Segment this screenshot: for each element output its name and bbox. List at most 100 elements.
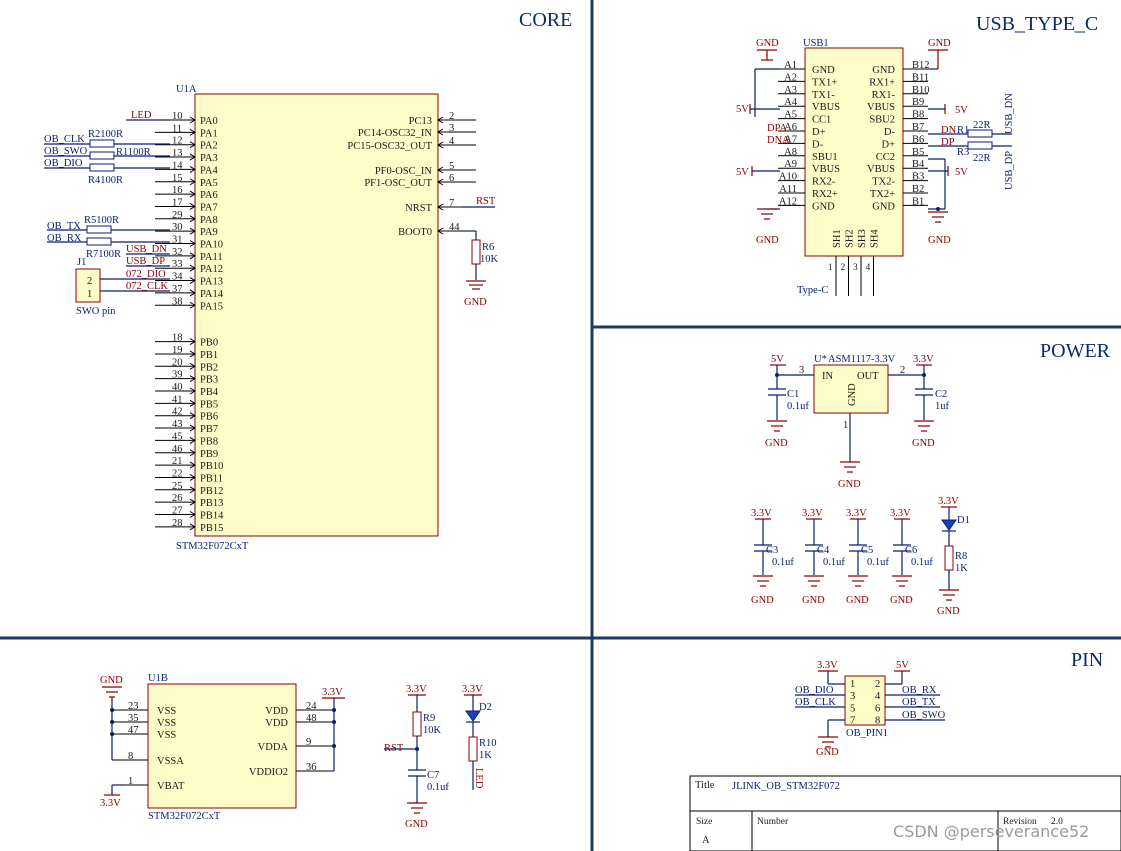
c7-ref: C7 bbox=[427, 770, 439, 781]
svg-text:OUT: OUT bbox=[857, 371, 879, 382]
net-led: LED bbox=[131, 110, 152, 121]
mcu-a-pin-number: 18 bbox=[172, 333, 183, 344]
mcu-a-pin-number: 12 bbox=[172, 136, 183, 147]
ob-net-swo: OB_SWO bbox=[902, 710, 946, 721]
mcu-a-pin-number: 20 bbox=[172, 357, 183, 368]
r8-ref: R8 bbox=[955, 551, 967, 562]
mcu-b-pin-number: 47 bbox=[128, 725, 139, 736]
mcu-a-part: STM32F072CxT bbox=[176, 541, 249, 552]
pin-arrow bbox=[189, 338, 196, 346]
revision-value: 2.0 bbox=[1051, 817, 1063, 827]
mcu-a-pin-number: 38 bbox=[172, 296, 183, 307]
resistor-r10 bbox=[468, 736, 478, 762]
net-072-clk: 072_CLK bbox=[126, 281, 168, 292]
title-block: Title JLINK_OB_STM32F072 Size A Number R… bbox=[689, 775, 1121, 851]
mcu-b-pin-number: 35 bbox=[128, 713, 139, 724]
pin-arrow bbox=[189, 141, 196, 149]
c1-val: 0.1uf bbox=[787, 401, 809, 412]
usb-shield-number: 1 bbox=[828, 263, 833, 273]
usb-pin-number: B12 bbox=[912, 60, 930, 71]
mcu-a-right-pins: 2PC133PC14-OSC32_IN4PC15-OSC32_OUT5PF0-O… bbox=[347, 111, 476, 238]
mcu-b-pin-name: VDD bbox=[265, 706, 288, 717]
mcu-a-pin-number: 32 bbox=[172, 247, 183, 258]
usb-pin-number: B4 bbox=[912, 159, 925, 170]
mcu-a-pin-name: PA15 bbox=[200, 301, 223, 312]
d1-gnd: GND bbox=[937, 606, 960, 617]
mcu-a-pin-name: PA6 bbox=[200, 190, 218, 201]
section-title-core: CORE bbox=[519, 9, 572, 31]
mcu-a-pin-number: 37 bbox=[172, 284, 183, 295]
mcu-b-pin-name: VDDA bbox=[258, 742, 289, 753]
ob-gnd: GND bbox=[816, 747, 839, 758]
pin-arrow bbox=[189, 215, 196, 223]
mcu-a-pin-name: PA14 bbox=[200, 289, 224, 300]
usb-shield-name: SH3 bbox=[857, 229, 868, 248]
svg-text:3: 3 bbox=[799, 365, 804, 376]
mcu-a-pin-number: 3 bbox=[449, 123, 454, 134]
mcu-b-pin-number: 36 bbox=[306, 762, 317, 773]
mcu-b-pin-number: 8 bbox=[128, 751, 133, 762]
usb-pin-name: SBU1 bbox=[812, 152, 838, 163]
decoupling-caps: 3.3VC30.1ufGND3.3VC40.1ufGND3.3VC50.1ufG… bbox=[751, 508, 933, 606]
ob-pin-number: 7 bbox=[850, 716, 855, 727]
mcu-a-pin-name: PA3 bbox=[200, 153, 218, 164]
mcu-b-pin-name: VDDIO2 bbox=[249, 767, 288, 778]
reset-gnd: GND bbox=[405, 819, 428, 830]
pin-arrow bbox=[437, 203, 444, 211]
c2-val: 1uf bbox=[935, 401, 950, 412]
resistor-r8 bbox=[944, 545, 954, 571]
resistor-r9 bbox=[412, 711, 422, 737]
led2-net: LED bbox=[473, 768, 484, 789]
net-ob-swo: OB_SWO bbox=[44, 146, 88, 157]
mcu-a-pin-name: PA4 bbox=[200, 165, 218, 176]
c2-ref: C2 bbox=[935, 389, 947, 400]
ob-net-tx: OB_TX bbox=[902, 697, 936, 708]
watermark: CSDN @perseverance52 bbox=[893, 822, 1089, 841]
net-ob-clk: OB_CLK bbox=[44, 134, 85, 145]
mcu-a-body bbox=[194, 93, 439, 537]
usb-shield-name: SH2 bbox=[845, 229, 856, 248]
mcu-b-pin-number: 1 bbox=[128, 776, 133, 787]
pin-arrow bbox=[189, 486, 196, 494]
cap-ref: C5 bbox=[861, 545, 873, 556]
usb-pin-number: B11 bbox=[912, 72, 929, 83]
usb-pin-number: A5 bbox=[784, 110, 797, 121]
usb-pin-name: RX1- bbox=[872, 90, 896, 101]
usb-pin-number: B8 bbox=[912, 110, 924, 121]
r1-label: R1100R bbox=[116, 147, 151, 158]
usb-pin-number: B5 bbox=[912, 147, 924, 158]
led-d2-icon bbox=[465, 710, 481, 722]
mcu-a-pin-number: 21 bbox=[172, 456, 183, 467]
net-ob-rx: OB_RX bbox=[47, 233, 82, 244]
resistor-r6 bbox=[471, 239, 481, 265]
pin-arrow bbox=[189, 350, 196, 358]
pin-arrow bbox=[189, 449, 196, 457]
ob-pin-number: 4 bbox=[875, 691, 881, 702]
svg-text:IN: IN bbox=[822, 371, 833, 382]
mcu-a-pin-name: PB15 bbox=[200, 523, 223, 534]
cap-supply-label: 3.3V bbox=[846, 508, 867, 519]
size-label: Size bbox=[696, 817, 712, 827]
pin-arrow bbox=[189, 178, 196, 186]
usb-pin-number: A11 bbox=[779, 184, 797, 195]
usb-pin-name: RX2+ bbox=[812, 189, 838, 200]
u1b-gnd-label: GND bbox=[100, 675, 123, 686]
mcu-a-pin-name: PA1 bbox=[200, 128, 218, 139]
pin-arrow bbox=[189, 301, 196, 309]
ob-pin-number: 8 bbox=[875, 716, 880, 727]
resistor-r7 bbox=[86, 237, 112, 246]
mcu-a-pin-number: 29 bbox=[172, 210, 183, 221]
pin-arrow bbox=[437, 178, 444, 186]
r10-val: 1K bbox=[479, 750, 492, 761]
regulator-asm1117: U* ASM1117-3.3V IN OUT GND bbox=[813, 354, 896, 414]
d1-ref: D1 bbox=[957, 515, 970, 526]
pin-arrow bbox=[437, 141, 444, 149]
pin-arrow bbox=[437, 128, 444, 136]
pin-arrow bbox=[189, 474, 196, 481]
r9-ref: R9 bbox=[423, 713, 435, 724]
r10-ref: R10 bbox=[479, 738, 497, 749]
pin-arrow bbox=[189, 461, 196, 469]
usb-5v-left1: 5V bbox=[736, 104, 749, 115]
